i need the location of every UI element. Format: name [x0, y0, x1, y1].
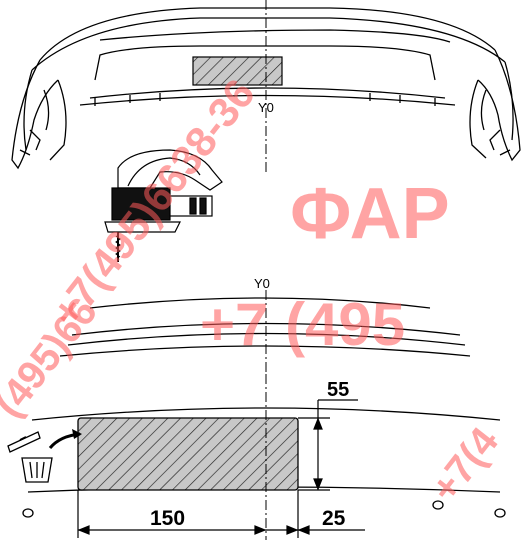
top-cut-area	[192, 56, 283, 86]
dim-offset-label: 25	[322, 507, 346, 530]
top-axis-label: Y0	[258, 100, 274, 115]
dimension-height	[298, 399, 358, 491]
trash-bin-icon	[7, 431, 53, 483]
discard-arrow-head	[72, 429, 82, 439]
mid-axis-label: Y0	[254, 276, 270, 291]
dim-width-label: 150	[150, 507, 185, 530]
bottom-cut-area	[77, 417, 299, 491]
watermark-phone-large: +7 (495	[200, 291, 405, 358]
bumper-top-view	[11, 7, 521, 170]
watermark-brand: ФАР	[290, 174, 450, 254]
dimension-width	[77, 490, 365, 538]
jigsaw-icon	[104, 149, 223, 262]
watermark-phone-diagonal-right: +7(4	[422, 419, 507, 511]
dim-height-label: 55	[327, 379, 349, 401]
